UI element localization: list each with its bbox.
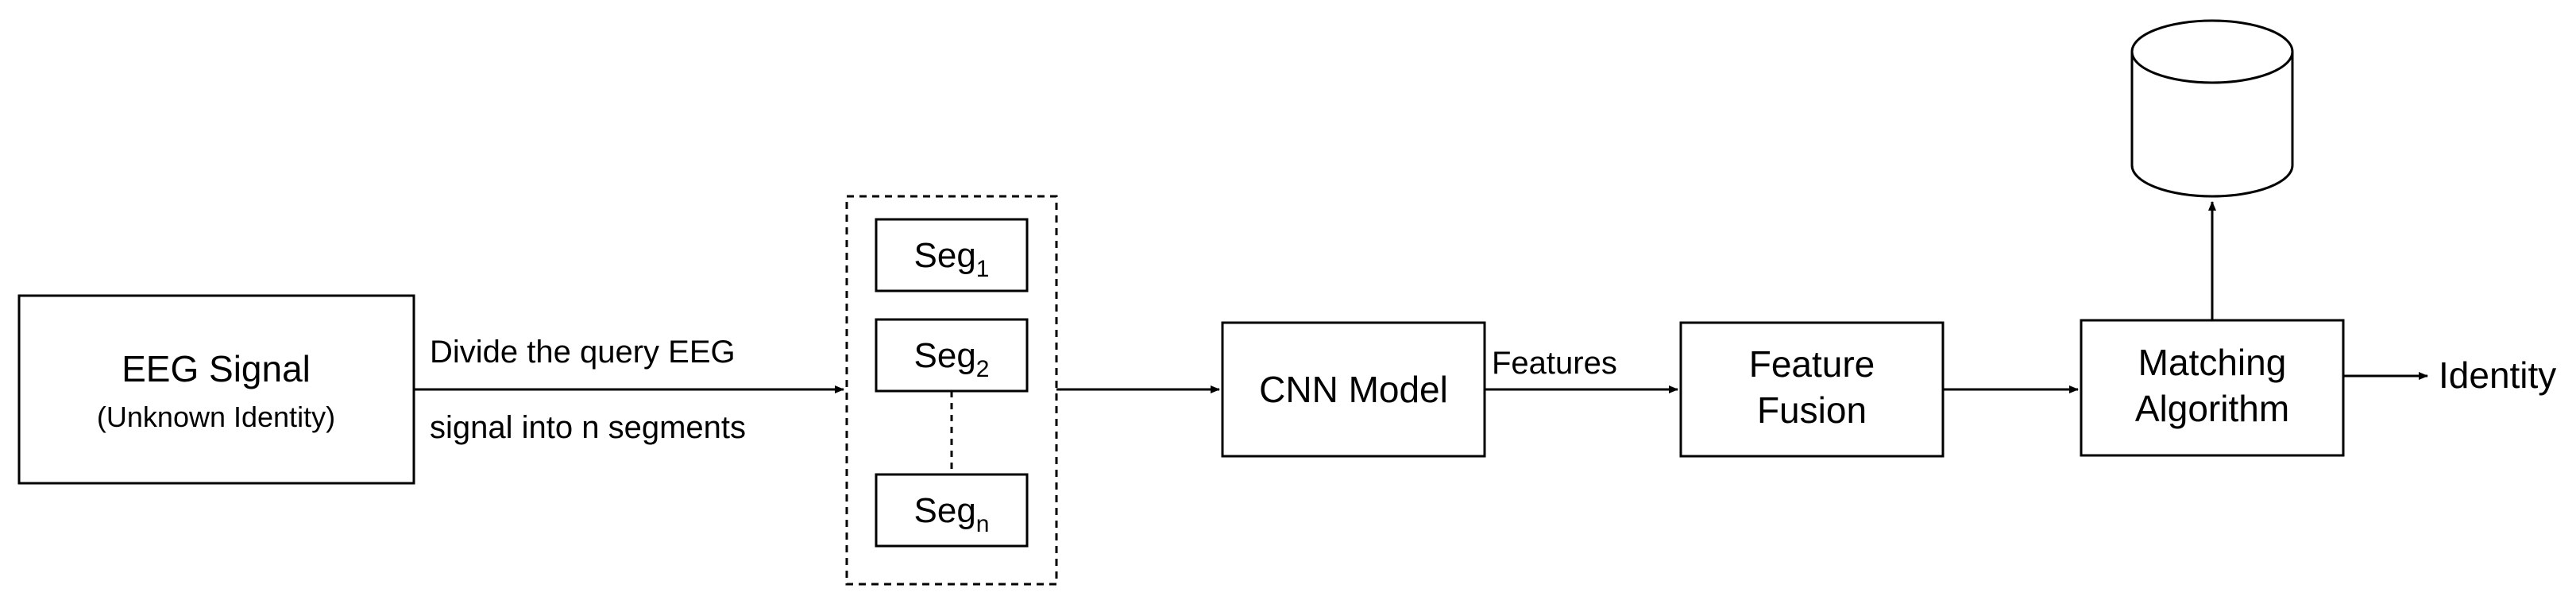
cnn-model-label: CNN Model (1259, 369, 1448, 410)
segment-n-subscript: n (976, 511, 990, 537)
divide-label-line2: signal into n segments (430, 410, 746, 445)
database-top (2130, 19, 2294, 84)
feature-fusion-node: Feature Fusion (1679, 321, 1945, 458)
eeg-signal-title: EEG Signal (122, 348, 311, 389)
cnn-model-node: CNN Model (1221, 321, 1486, 458)
matching-algorithm-node: Matching Algorithm (2080, 319, 2345, 457)
segment-2-subscript: 2 (976, 356, 990, 382)
segments-group: Seg1 Seg2 Segn (845, 195, 1058, 586)
segment-1-box (875, 218, 1029, 292)
cnn-model-box (1221, 321, 1486, 458)
segment-2-label: Seg2 (914, 336, 990, 382)
eeg-signal-subtitle: (Unknown Identity) (97, 401, 335, 433)
segment-n-box (875, 473, 1029, 548)
segment-1-label: Seg1 (914, 236, 990, 282)
features-label: Features (1492, 346, 1617, 381)
eeg-signal-node: EEG Signal (Unknown Identity) (17, 294, 415, 485)
identity-label: Identity (2439, 354, 2556, 396)
segment-2-base: Seg (914, 336, 976, 375)
feature-fusion-line1: Feature (1749, 343, 1875, 385)
divide-label-line1: Divide the query EEG (430, 335, 736, 370)
matching-algorithm-line1: Matching (2138, 342, 2287, 383)
database-icon (2130, 19, 2294, 198)
segment-2-box (875, 318, 1029, 393)
feature-fusion-line2: Fusion (1757, 389, 1867, 431)
segment-1-subscript: 1 (976, 256, 990, 282)
database-body (2130, 52, 2294, 198)
segment-1-base: Seg (914, 236, 976, 275)
feature-fusion-box (1679, 321, 1945, 458)
segments-dashed-container (845, 195, 1058, 586)
segment-n-base: Seg (914, 491, 976, 530)
eeg-signal-box (17, 294, 415, 485)
matching-algorithm-line2: Algorithm (2135, 388, 2289, 429)
segment-n-label: Segn (914, 491, 990, 537)
